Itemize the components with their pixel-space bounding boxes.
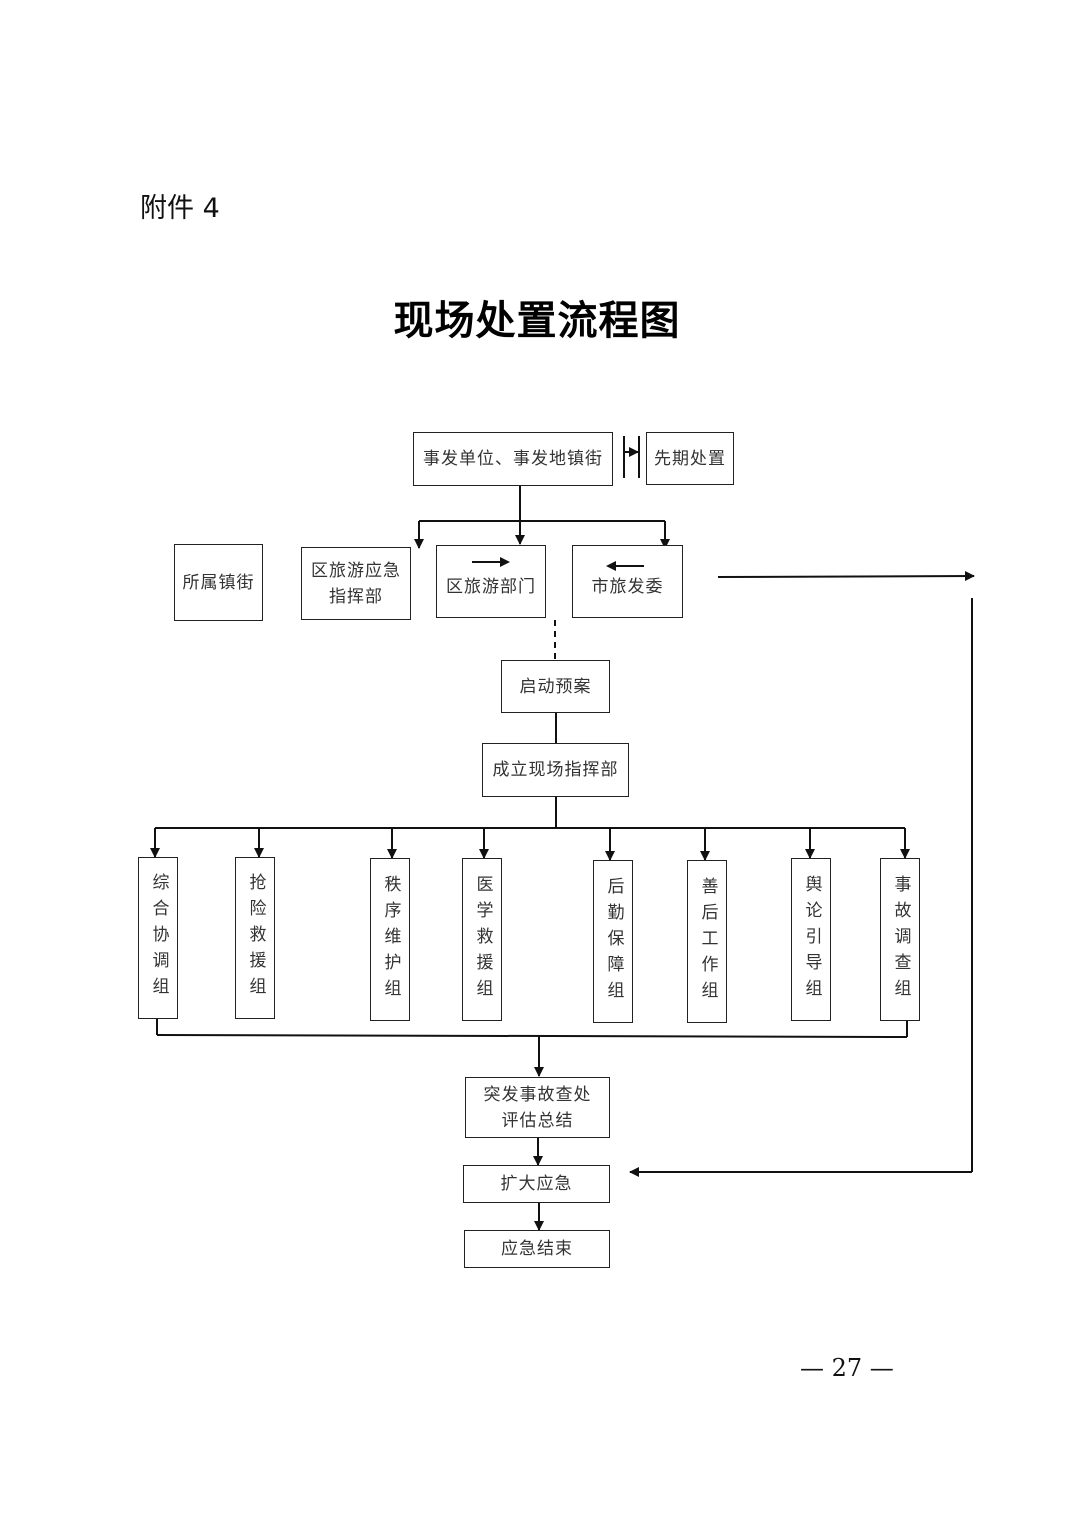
node-district-tourism: 区旅游部门 — [436, 545, 546, 618]
node-expand-response: 扩大应急 — [463, 1165, 610, 1203]
group-aftermath: 善后工作组 — [687, 860, 727, 1023]
node-incident-unit: 事发单位、事发地镇街 — [413, 432, 613, 486]
node-local-town: 所属镇街 — [174, 544, 263, 621]
group-rescue-label: 抢险救援组 — [245, 873, 266, 1003]
group-medical-label: 医学救援组 — [472, 874, 493, 1005]
node-district-command: 区旅游应急指挥部 — [301, 547, 411, 620]
merge-line — [156, 1034, 908, 1038]
node-onsite-command-label: 成立现场指挥部 — [492, 760, 619, 780]
node-response-end-label: 应急结束 — [501, 1239, 573, 1259]
group-logistics-label: 后勤保障组 — [603, 876, 624, 1007]
node-initial-response-label: 先期处置 — [654, 448, 726, 469]
group-medical: 医学救援组 — [462, 858, 502, 1021]
node-onsite-command: 成立现场指挥部 — [482, 743, 629, 797]
group-logistics: 后勤保障组 — [593, 860, 633, 1023]
node-district-command-label: 区旅游应急指挥部 — [311, 560, 401, 607]
left-arrow-icon — [606, 561, 644, 571]
node-activate-plan: 启动预案 — [501, 660, 610, 713]
node-initial-response: 先期处置 — [646, 432, 734, 485]
page-title: 现场处置流程图 — [393, 297, 681, 344]
node-city-tourism-label: 市旅发委 — [591, 576, 664, 597]
group-investigation: 事故调查组 — [880, 858, 920, 1021]
node-city-tourism: 市旅发委 — [572, 545, 683, 618]
group-coordination-label: 综合协调组 — [148, 873, 169, 1003]
group-order: 秩序维护组 — [370, 858, 410, 1021]
group-coordination: 综合协调组 — [138, 857, 178, 1019]
right-arrow-icon — [472, 557, 510, 567]
group-rescue: 抢险救援组 — [235, 857, 275, 1019]
node-local-town-label: 所属镇街 — [182, 572, 255, 593]
node-incident-unit-label: 事发单位、事发地镇街 — [423, 449, 603, 469]
group-aftermath-label: 善后工作组 — [697, 876, 718, 1007]
node-district-tourism-label: 区旅游部门 — [446, 576, 536, 597]
node-response-end: 应急结束 — [464, 1230, 610, 1268]
group-order-label: 秩序维护组 — [380, 874, 401, 1005]
escalate-right-arrow — [717, 571, 975, 582]
node-incident-review: 突发事故查处评估总结 — [465, 1077, 610, 1138]
node-expand-response-label: 扩大应急 — [500, 1174, 573, 1194]
node-incident-review-label: 突发事故查处评估总结 — [483, 1084, 592, 1131]
group-investigation-label: 事故调查组 — [890, 874, 911, 1005]
group-public-opinion: 舆论引导组 — [791, 858, 831, 1021]
group-public-opinion-label: 舆论引导组 — [801, 874, 822, 1005]
page-number: — 27 — — [800, 1354, 894, 1382]
attachment-label: 附件 4 — [140, 193, 220, 224]
node-activate-plan-label: 启动预案 — [519, 676, 592, 697]
